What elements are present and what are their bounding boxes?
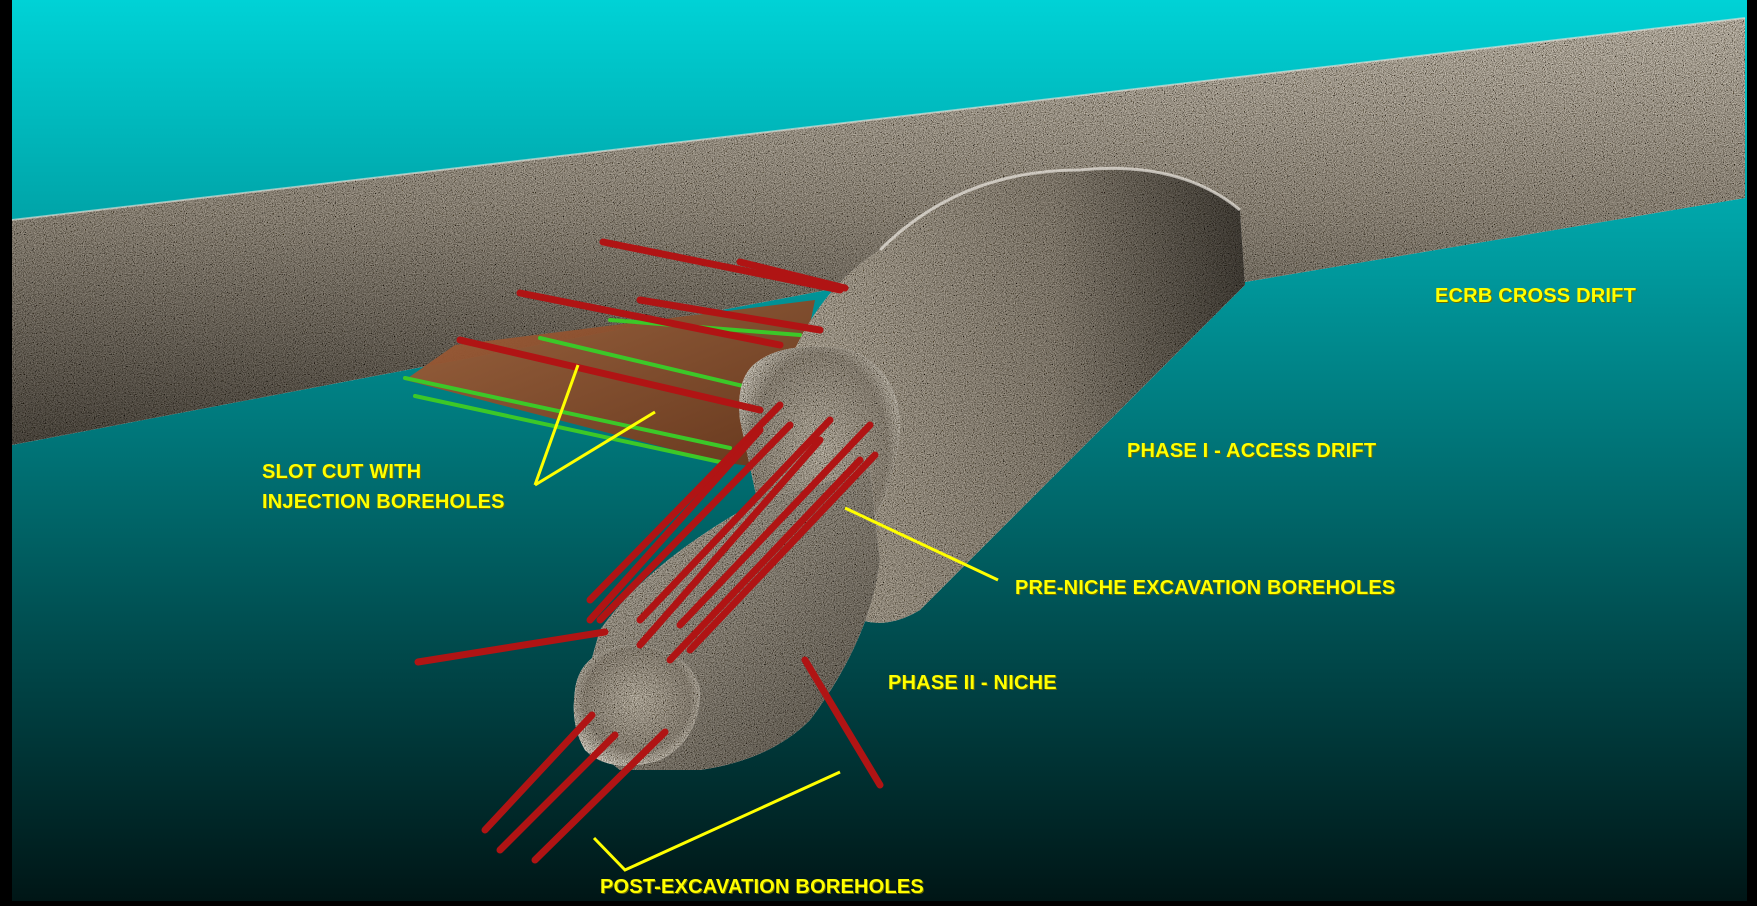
label-pre-niche-excavation-boreholes: PRE-NICHE EXCAVATION BOREHOLES	[1015, 575, 1395, 601]
label-post-excavation-boreholes: POST-EXCAVATION BOREHOLES	[600, 874, 924, 900]
label-ecrb-cross-drift: ECRB CROSS DRIFT	[1435, 283, 1636, 309]
label-phase-1-access-drift: PHASE I - ACCESS DRIFT	[1127, 438, 1376, 464]
frame-right	[1747, 0, 1757, 901]
frame-left	[0, 0, 12, 901]
label-slot-cut-line1: SLOT CUT WITH	[262, 459, 421, 485]
label-slot-cut-line2: INJECTION BOREHOLES	[262, 489, 505, 515]
label-phase-2-niche: PHASE II - NICHE	[888, 670, 1057, 696]
